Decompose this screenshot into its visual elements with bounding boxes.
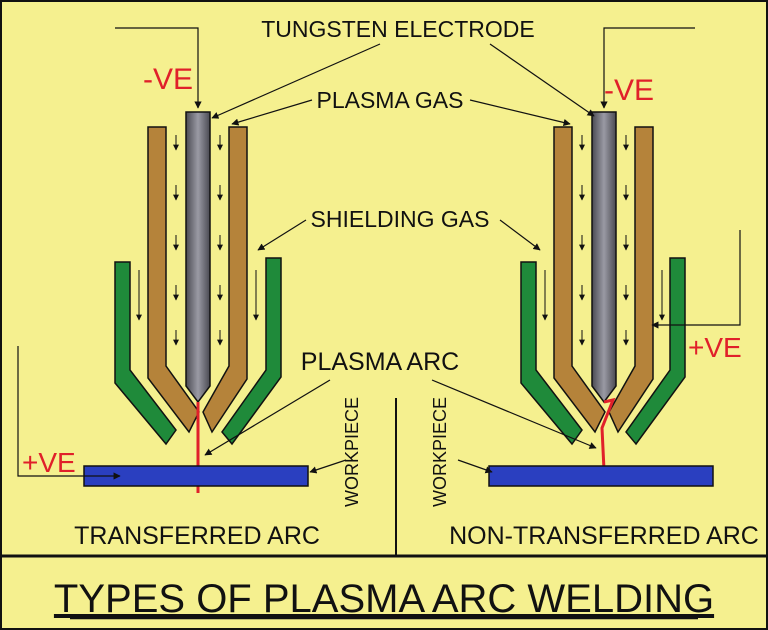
non-transferred-arc-caption: NON-TRANSFERRED ARC (449, 522, 759, 550)
tungsten-electrode-label: TUNGSTEN ELECTRODE (261, 16, 534, 42)
workpiece-label-right: WORKPIECE (430, 397, 450, 507)
left-negative-wire (115, 27, 202, 109)
right-shield-nozzle-inner (625, 257, 686, 446)
transferred-arc-caption: TRANSFERRED ARC (74, 522, 320, 550)
positive-terminal-right: +VE (688, 332, 742, 363)
right-gas-flow-arrows (542, 135, 665, 346)
negative-terminal-left: -VE (143, 63, 193, 96)
leader-lines (204, 43, 597, 474)
right-workpiece (488, 465, 714, 487)
workpiece-label-left: WORKPIECE (342, 397, 362, 507)
left-tungsten-electrode (185, 111, 211, 404)
left-gas-flow-arrows (136, 135, 259, 346)
right-tungsten-electrode (591, 111, 617, 404)
shielding-gas-label: SHIELDING GAS (311, 206, 490, 232)
right-positive-wire (651, 230, 741, 329)
left-plasma-nozzle-inner (202, 126, 248, 434)
negative-terminal-right: -VE (604, 74, 654, 107)
plasma-gas-label: PLASMA GAS (316, 87, 463, 113)
left-shield-nozzle-inner (221, 257, 282, 446)
right-shield-nozzle-outer (520, 261, 583, 446)
right-negative-wire (600, 27, 695, 109)
right-plasma-arc (600, 397, 616, 471)
right-torch (488, 27, 741, 487)
left-shield-nozzle-outer (114, 261, 177, 446)
right-plasma-nozzle-outer (553, 126, 606, 434)
plasma-arc-label: PLASMA ARC (301, 348, 459, 376)
left-positive-wire (17, 346, 121, 480)
left-torch (17, 27, 309, 493)
positive-terminal-left: +VE (22, 447, 76, 478)
right-plasma-nozzle-inner (608, 126, 654, 434)
diagram-title: TYPES OF PLASMA ARC WELDING (54, 577, 714, 621)
